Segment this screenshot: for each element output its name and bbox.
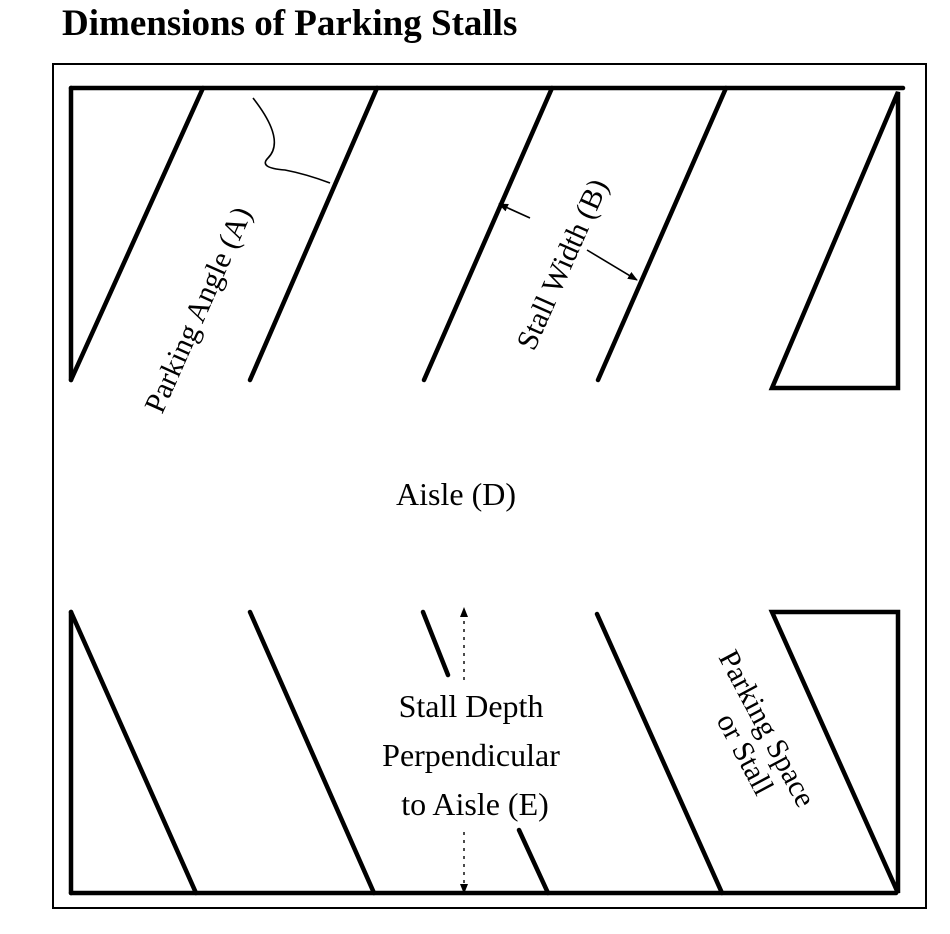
stall-depth-label-line3: to Aisle (E): [401, 786, 549, 822]
top-stall-line-3: [421, 85, 555, 383]
bottom-stall-line-3b: [516, 827, 551, 896]
top-right-end-triangle: [768, 91, 901, 391]
bottom-stall-line-4: [594, 611, 725, 896]
stall-depth-label: Stall Depth Perpendicular to Aisle (E): [382, 688, 568, 822]
bottom-stall-line-3a: [420, 609, 451, 678]
diagram-title: Dimensions of Parking Stalls: [62, 3, 518, 44]
stall-width-arrow-upper: [498, 203, 531, 219]
aisle-label: Aisle (D): [396, 476, 516, 512]
bottom-stall-line-2: [247, 609, 377, 896]
stall-width-arrow-lower: [586, 249, 638, 281]
top-stall-line-1: [68, 85, 206, 383]
stall-width-label: Stall Width (B): [510, 174, 615, 355]
bottom-right-end-triangle: [768, 609, 901, 894]
top-stall-line-2: [247, 85, 380, 383]
stall-depth-label-line2: Perpendicular: [382, 737, 560, 773]
top-stall-line-4: [595, 85, 729, 383]
outer-frame: [52, 63, 927, 909]
bottom-stall-line-1: [68, 609, 199, 896]
stall-depth-label-line1: Stall Depth: [399, 688, 544, 724]
parking-angle-arc: [252, 97, 331, 184]
parking-angle-label: Parking Angle (A): [138, 202, 258, 418]
